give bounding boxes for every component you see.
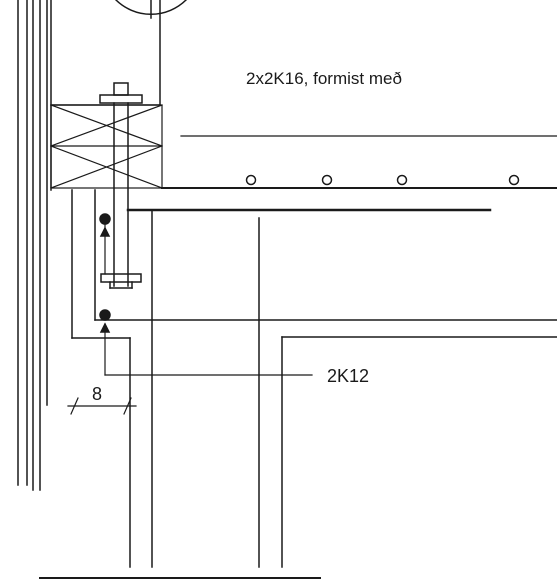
floor-slab bbox=[161, 135, 557, 189]
rebar-dot bbox=[245, 174, 257, 186]
anchor-bolt bbox=[99, 82, 143, 289]
rebar-dot bbox=[508, 174, 520, 186]
rebar-dot bbox=[99, 309, 111, 321]
slab-rebar bbox=[245, 174, 520, 186]
dimension-marker bbox=[67, 397, 137, 415]
stirrup-bars bbox=[99, 213, 313, 376]
bar-callout-label: 2K12 bbox=[327, 366, 369, 386]
ring-beam bbox=[71, 189, 557, 568]
rebar-dot bbox=[99, 213, 111, 225]
rebar-dot bbox=[321, 174, 333, 186]
dimension-label: 8 bbox=[92, 384, 102, 404]
section-marker-icon bbox=[114, 0, 188, 19]
rebar-note-label: 2x2K16, formist með bbox=[246, 69, 402, 88]
sill-plate bbox=[50, 104, 163, 189]
rebar-dot bbox=[396, 174, 408, 186]
wall-layers bbox=[17, 0, 48, 491]
